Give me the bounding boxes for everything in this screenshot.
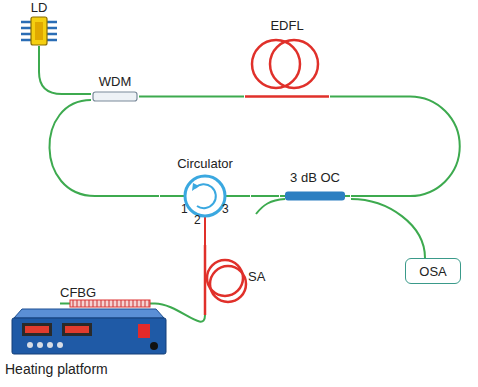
component-node: WDM xyxy=(91,74,139,102)
optical-fiber xyxy=(351,199,425,258)
optical-fiber xyxy=(139,96,244,97)
erbium-fiber-coil xyxy=(245,40,329,97)
component-label: WDM xyxy=(91,74,139,89)
optical-fiber xyxy=(251,196,279,197)
component-label: EDFL xyxy=(244,18,330,33)
instrument-box: OSA xyxy=(405,258,461,284)
optical-fiber xyxy=(39,46,91,94)
laser-diode-symbol xyxy=(21,17,57,45)
port-number: 3 xyxy=(222,203,229,216)
optical-fiber xyxy=(205,226,206,245)
component-node: Heating platform xyxy=(5,309,170,379)
component-label: LD xyxy=(17,0,61,15)
port-number: 1 xyxy=(181,203,188,216)
component-node: CFBG xyxy=(55,285,155,308)
coupler-bar xyxy=(256,192,350,215)
component-node: Circulator xyxy=(159,156,251,226)
component-label: OSA xyxy=(419,264,446,279)
component-label: SA xyxy=(248,269,265,284)
fiber-grating xyxy=(60,300,155,307)
circulator-symbol xyxy=(160,176,250,226)
component-label: Heating platform xyxy=(5,361,108,377)
component-label: Circulator xyxy=(159,156,251,171)
port-number: 2 xyxy=(194,214,201,227)
component-label: CFBG xyxy=(60,285,96,300)
optical-fiber xyxy=(49,100,159,196)
saturable-absorber-coil xyxy=(205,245,246,315)
component-node: 3 dB OC xyxy=(279,170,351,204)
wdm-coupler xyxy=(93,92,137,101)
component-node: LD xyxy=(17,0,61,46)
heating-platform-device xyxy=(12,309,166,354)
optical-fiber xyxy=(330,97,460,197)
component-node: SA xyxy=(200,245,272,315)
component-label: 3 dB OC xyxy=(279,170,351,185)
component-node: EDFL xyxy=(244,18,330,100)
optical-fiber xyxy=(155,304,205,322)
